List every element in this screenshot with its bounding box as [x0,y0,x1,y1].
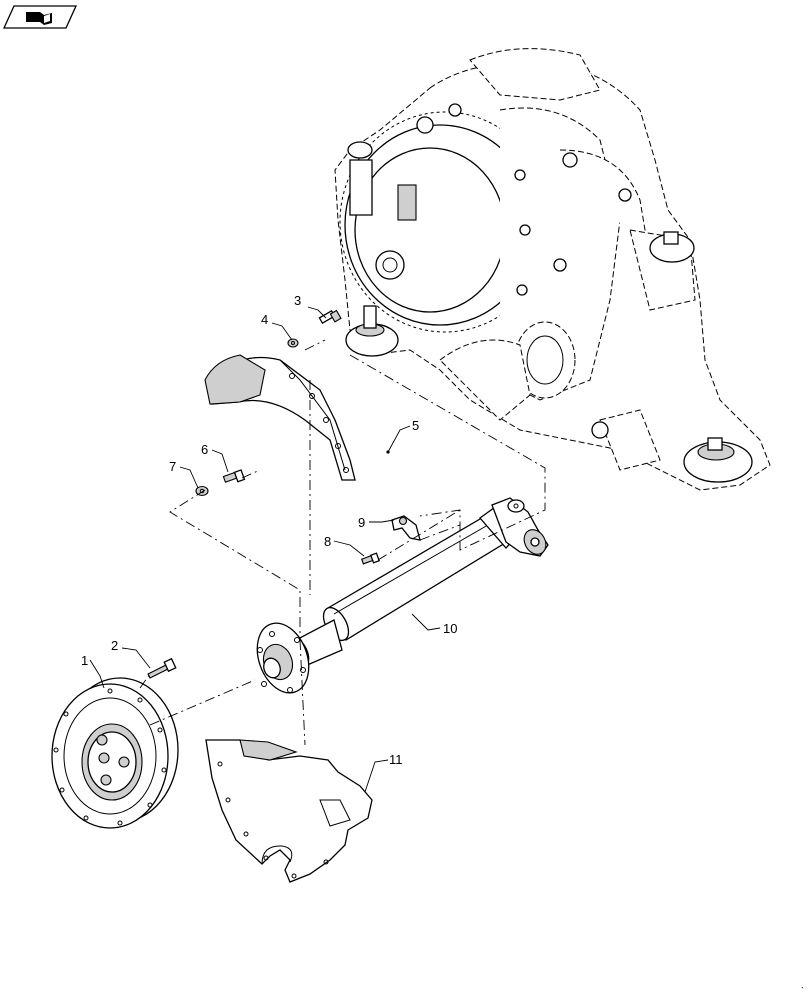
callout-3: 3 [294,293,301,308]
assembly-centerlines [139,339,546,746]
lower-shaft-guard [205,739,373,883]
transmission-housing [334,48,771,491]
upper-shaft-guard [204,354,356,481]
flywheel-adapter [51,677,179,829]
callout-8: 8 [324,534,331,549]
clamp-9 [391,515,421,541]
bolt-8 [360,552,381,565]
bolt-3 [318,309,342,324]
callout-labels: 1 2 3 4 5 6 7 8 9 10 11 ` [81,293,804,996]
callout-6: 6 [201,442,208,457]
callout-5: 5 [412,418,419,433]
callout-1: 1 [81,653,88,668]
callout-7: 7 [169,459,176,474]
washer-4 [287,338,299,348]
callout-2: 2 [111,638,118,653]
callout-11: 11 [389,752,403,767]
book-arrow-icon [26,12,52,25]
callout-4: 4 [261,312,268,327]
callout-leaders [89,306,441,793]
nav-icon-button[interactable] [2,5,78,29]
bolt-2 [147,657,177,679]
callout-9: 9 [358,515,365,530]
drive-shaft [256,497,549,694]
corner-mark: ` [801,986,804,996]
callout-10: 10 [443,621,457,636]
bolt-6 [222,469,246,483]
